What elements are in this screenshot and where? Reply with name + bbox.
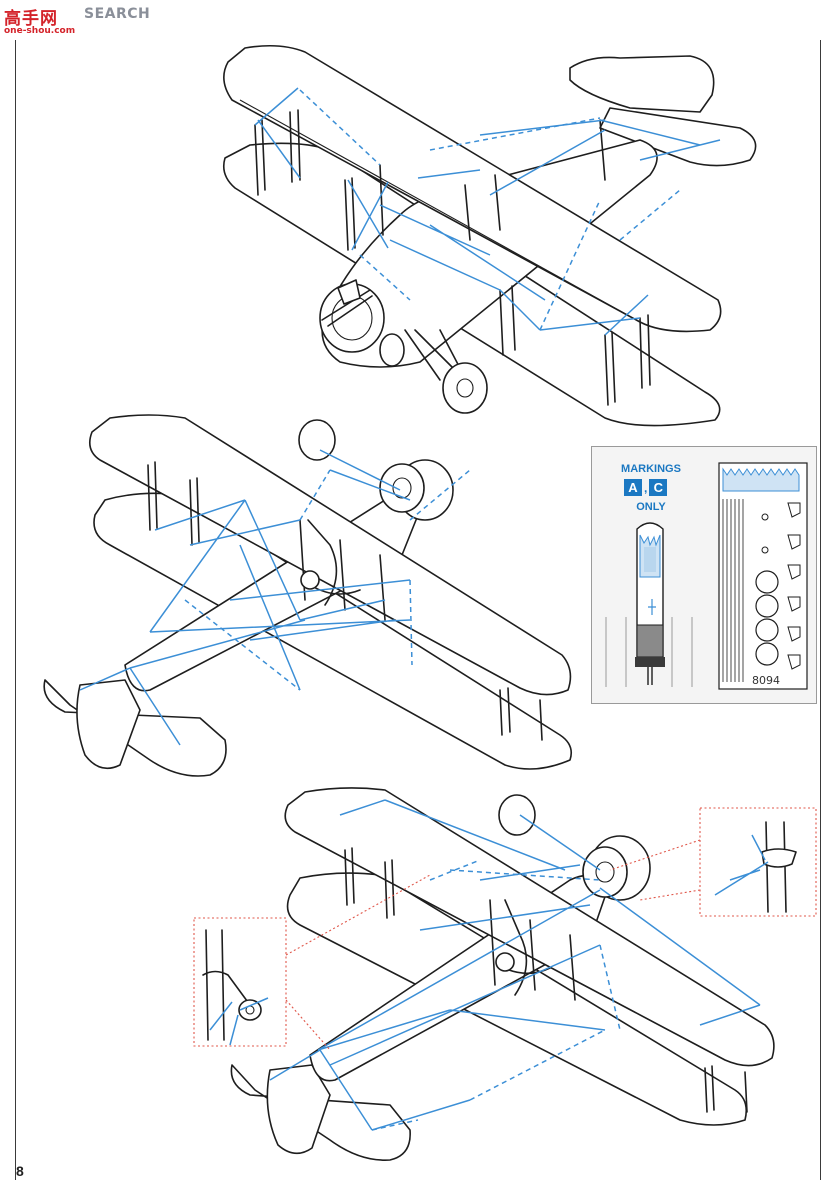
view2-wheel-top	[298, 419, 336, 461]
inset-drawings	[605, 462, 808, 690]
view2-rigging-wires	[79, 449, 411, 746]
page-frame-right	[820, 40, 821, 1180]
marking-separator: ,	[644, 480, 648, 495]
view1-wheel-right	[442, 362, 488, 414]
view3-rigging-wires	[269, 799, 761, 1131]
view1-wheel-left	[379, 333, 405, 367]
view2-upper-wing	[89, 414, 572, 696]
view3-rudder	[266, 1064, 331, 1155]
view3-upper-wing	[284, 787, 775, 1067]
aircraft-view-2	[43, 414, 573, 777]
view3-wheel-right	[582, 846, 628, 898]
markings-inset: MARKINGS A , C ONLY	[591, 446, 817, 704]
view1-rigging-wires	[254, 87, 721, 336]
watermark-brand-en: SEARCH	[84, 6, 151, 22]
page-frame-left	[15, 40, 16, 1180]
marking-badge-c: C	[649, 479, 668, 496]
view2-rudder	[76, 679, 141, 770]
only-label: ONLY	[636, 501, 666, 513]
view3-struts	[344, 847, 748, 1113]
view3-wheel-top	[498, 794, 536, 836]
aircraft-view-3	[230, 787, 775, 1161]
detail-callout-right	[609, 807, 817, 917]
view1-tailplane	[599, 107, 757, 167]
watermark-url: one-shou.com	[4, 26, 76, 36]
aircraft-view-1	[222, 44, 757, 427]
strut-marking-drawing	[605, 522, 693, 687]
view1-rudder	[569, 55, 715, 113]
watermark-brand-cn: 高手网	[4, 9, 58, 29]
view2-tailplane	[43, 679, 227, 777]
view1-fuselage	[321, 139, 658, 368]
page-number: 8	[16, 1163, 24, 1179]
view1-struts	[254, 109, 651, 406]
markings-label: MARKINGS	[621, 463, 681, 475]
photo-etch-fret	[718, 462, 808, 690]
view2-wheel-right	[379, 463, 425, 513]
marking-badges: A , C	[624, 479, 668, 496]
detail-callout-left	[193, 874, 431, 1051]
view2-struts	[147, 461, 543, 741]
fret-number: 8094	[752, 674, 780, 687]
view1-upper-wing	[223, 44, 722, 333]
view3-lower-wing	[286, 872, 748, 1126]
marking-badge-a: A	[624, 479, 642, 496]
